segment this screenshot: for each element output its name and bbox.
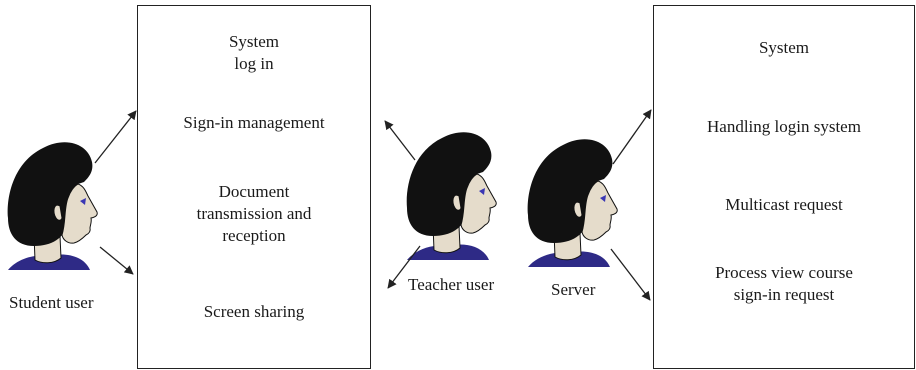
teacher-lower-arrow-icon xyxy=(387,245,421,289)
student-upper-arrow-icon xyxy=(94,110,137,164)
teacher-person-icon xyxy=(406,131,497,261)
client-system-box xyxy=(137,5,371,369)
teacher-user-label: Teacher user xyxy=(408,275,495,294)
client-item-screen-sharing: Screen sharing xyxy=(203,302,305,321)
client-item-document-transmission: Document transmission and reception xyxy=(196,182,312,245)
server-item-multicast-request: Multicast request xyxy=(725,195,843,214)
server-upper-arrow-icon xyxy=(612,109,652,165)
server-item-process-view-course: Process view course sign-in request xyxy=(715,263,853,304)
teacher-upper-arrow-icon xyxy=(384,120,416,161)
student-person-icon xyxy=(7,141,98,271)
server-person-icon xyxy=(527,138,618,268)
server-system-box xyxy=(653,5,915,369)
student-user-label: Student user xyxy=(9,293,94,312)
server-lower-arrow-icon xyxy=(610,248,651,301)
server-item-system: System xyxy=(758,38,810,57)
server-item-handling-login: Handling login system xyxy=(707,117,861,136)
client-item-sign-in-management: Sign-in management xyxy=(183,113,325,132)
server-label: Server xyxy=(551,280,596,299)
client-item-system-login: System log in xyxy=(228,32,280,73)
student-lower-arrow-icon xyxy=(99,246,134,275)
